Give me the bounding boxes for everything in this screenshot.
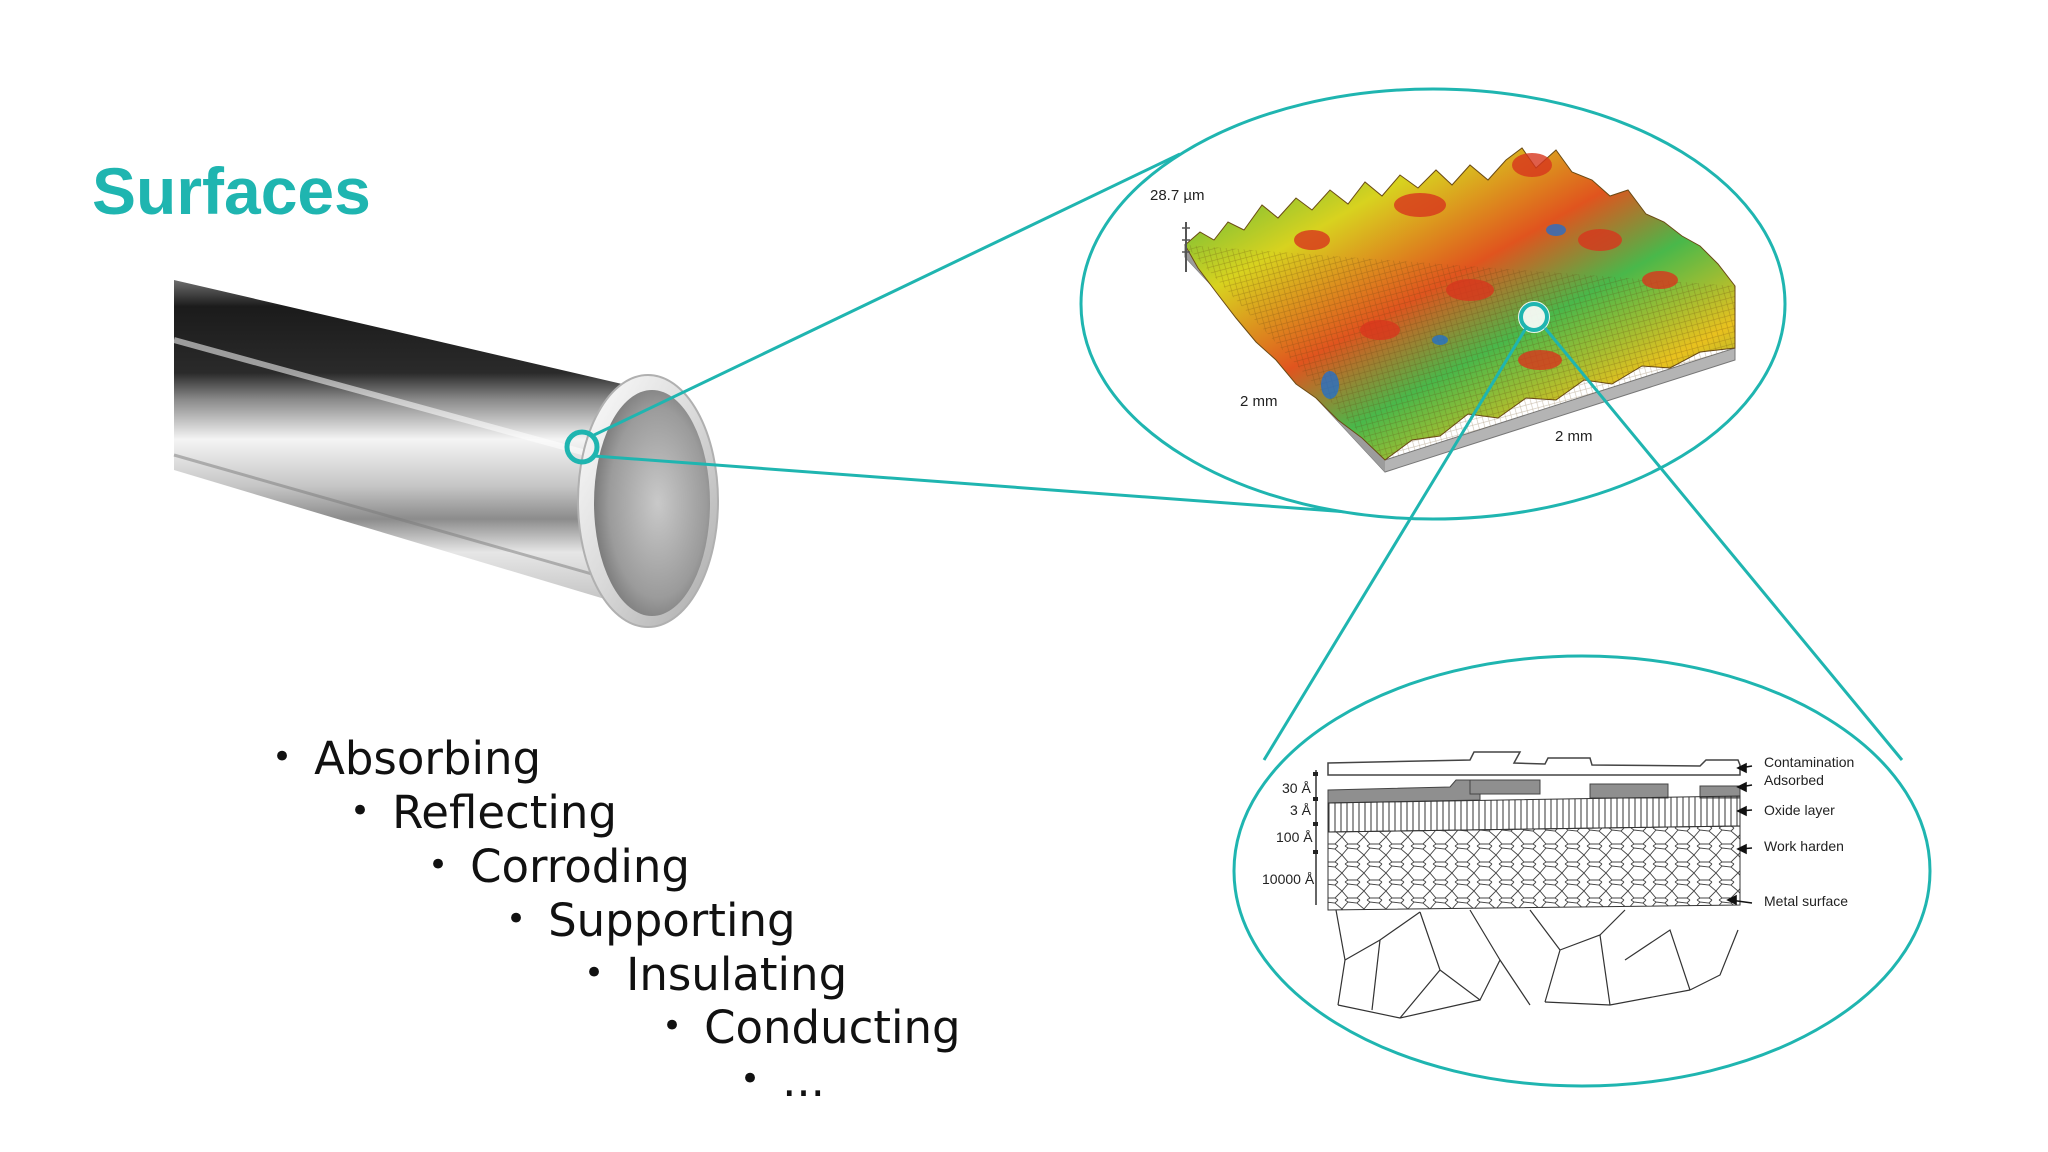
magnifier-ring-pipe: [564, 429, 600, 465]
zoom-connector-lines-top: [591, 152, 1403, 518]
zoom-connector-lines-bottom: [1262, 327, 1904, 761]
layer-label-contamination: Contamination: [1764, 754, 1854, 770]
depth-label-100A: 100 Å: [1276, 829, 1313, 845]
height-scale-label: 28.7 µm: [1150, 187, 1205, 204]
width-label-right: 2 mm: [1555, 428, 1593, 445]
surface-topography-plot: [1182, 147, 1736, 473]
depth-label-3A: 3 Å: [1290, 802, 1312, 818]
layer-label-metal-surface: Metal surface: [1764, 893, 1848, 909]
layer-label-adsorbed: Adsorbed: [1764, 772, 1824, 788]
steel-pipe-image: [173, 280, 719, 628]
depth-label-10000A: 10000 Å: [1262, 871, 1315, 887]
metal-cross-section-diagram: [1313, 751, 1753, 1019]
magnifier-ring-topography: [1519, 302, 1549, 332]
layer-label-oxide: Oxide layer: [1764, 802, 1835, 818]
layer-label-work-harden: Work harden: [1764, 838, 1844, 854]
width-label-left: 2 mm: [1240, 393, 1278, 410]
slide-title: Surfaces: [92, 154, 371, 228]
depth-label-30A: 30 Å: [1282, 780, 1311, 796]
